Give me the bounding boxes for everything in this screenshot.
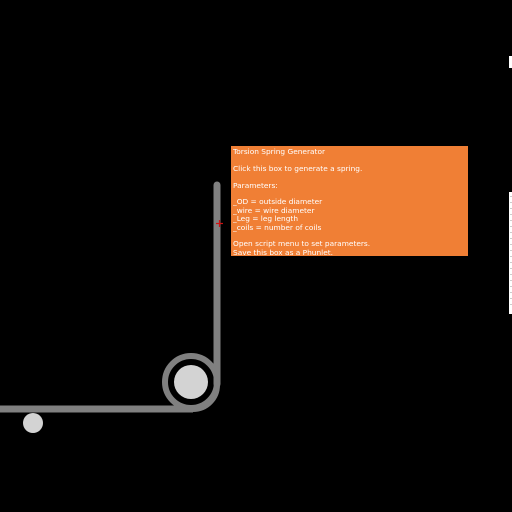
offscreen-panel-text-edge (510, 196, 512, 310)
spring-coil-center[interactable] (174, 365, 208, 399)
info-box-line: _coils = number of coils (233, 223, 322, 232)
info-box-line: _OD = outside diameter (233, 198, 323, 207)
info-box-line (233, 156, 466, 164)
info-box-line: _Leg = leg length (233, 215, 299, 224)
info-box-line (233, 173, 466, 181)
offscreen-object-edge[interactable] (509, 56, 512, 68)
info-box-line (233, 232, 466, 240)
info-box-line: Click this box to generate a spring. (233, 164, 363, 173)
crosshair-icon (216, 220, 223, 227)
info-box-line: Torsion Spring Generator (233, 148, 326, 156)
info-box-line (233, 190, 466, 198)
info-box-line: Open script menu to set parameters. (233, 240, 371, 249)
info-box-line: Parameters: (233, 181, 278, 190)
spring-coil-bend[interactable] (165, 384, 220, 412)
info-box-line: Save this box as a Phunlet. (233, 248, 333, 257)
info-box-line: _wire = wire diameter (233, 206, 315, 215)
ball[interactable] (23, 413, 43, 433)
